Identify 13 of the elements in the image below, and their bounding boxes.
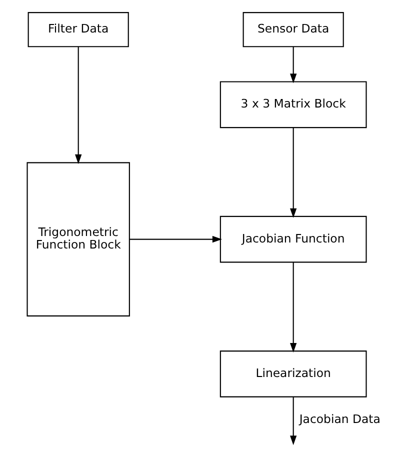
- arrow: [289, 397, 296, 446]
- node-box: 3 x 3 Matrix Block: [219, 81, 366, 128]
- node-box: Filter Data: [27, 12, 128, 48]
- arrow: [289, 262, 296, 353]
- node-box: Trigonometric Function Block: [26, 162, 130, 316]
- arrow: [129, 236, 222, 243]
- node-box: Sensor Data: [242, 12, 344, 48]
- arrow: [289, 128, 296, 218]
- arrow: [74, 46, 82, 164]
- node-box: Linearization: [219, 350, 366, 398]
- node-box: Jacobian Function: [219, 216, 366, 263]
- edge-label: Jacobian Data: [298, 412, 380, 426]
- arrow: [289, 46, 296, 84]
